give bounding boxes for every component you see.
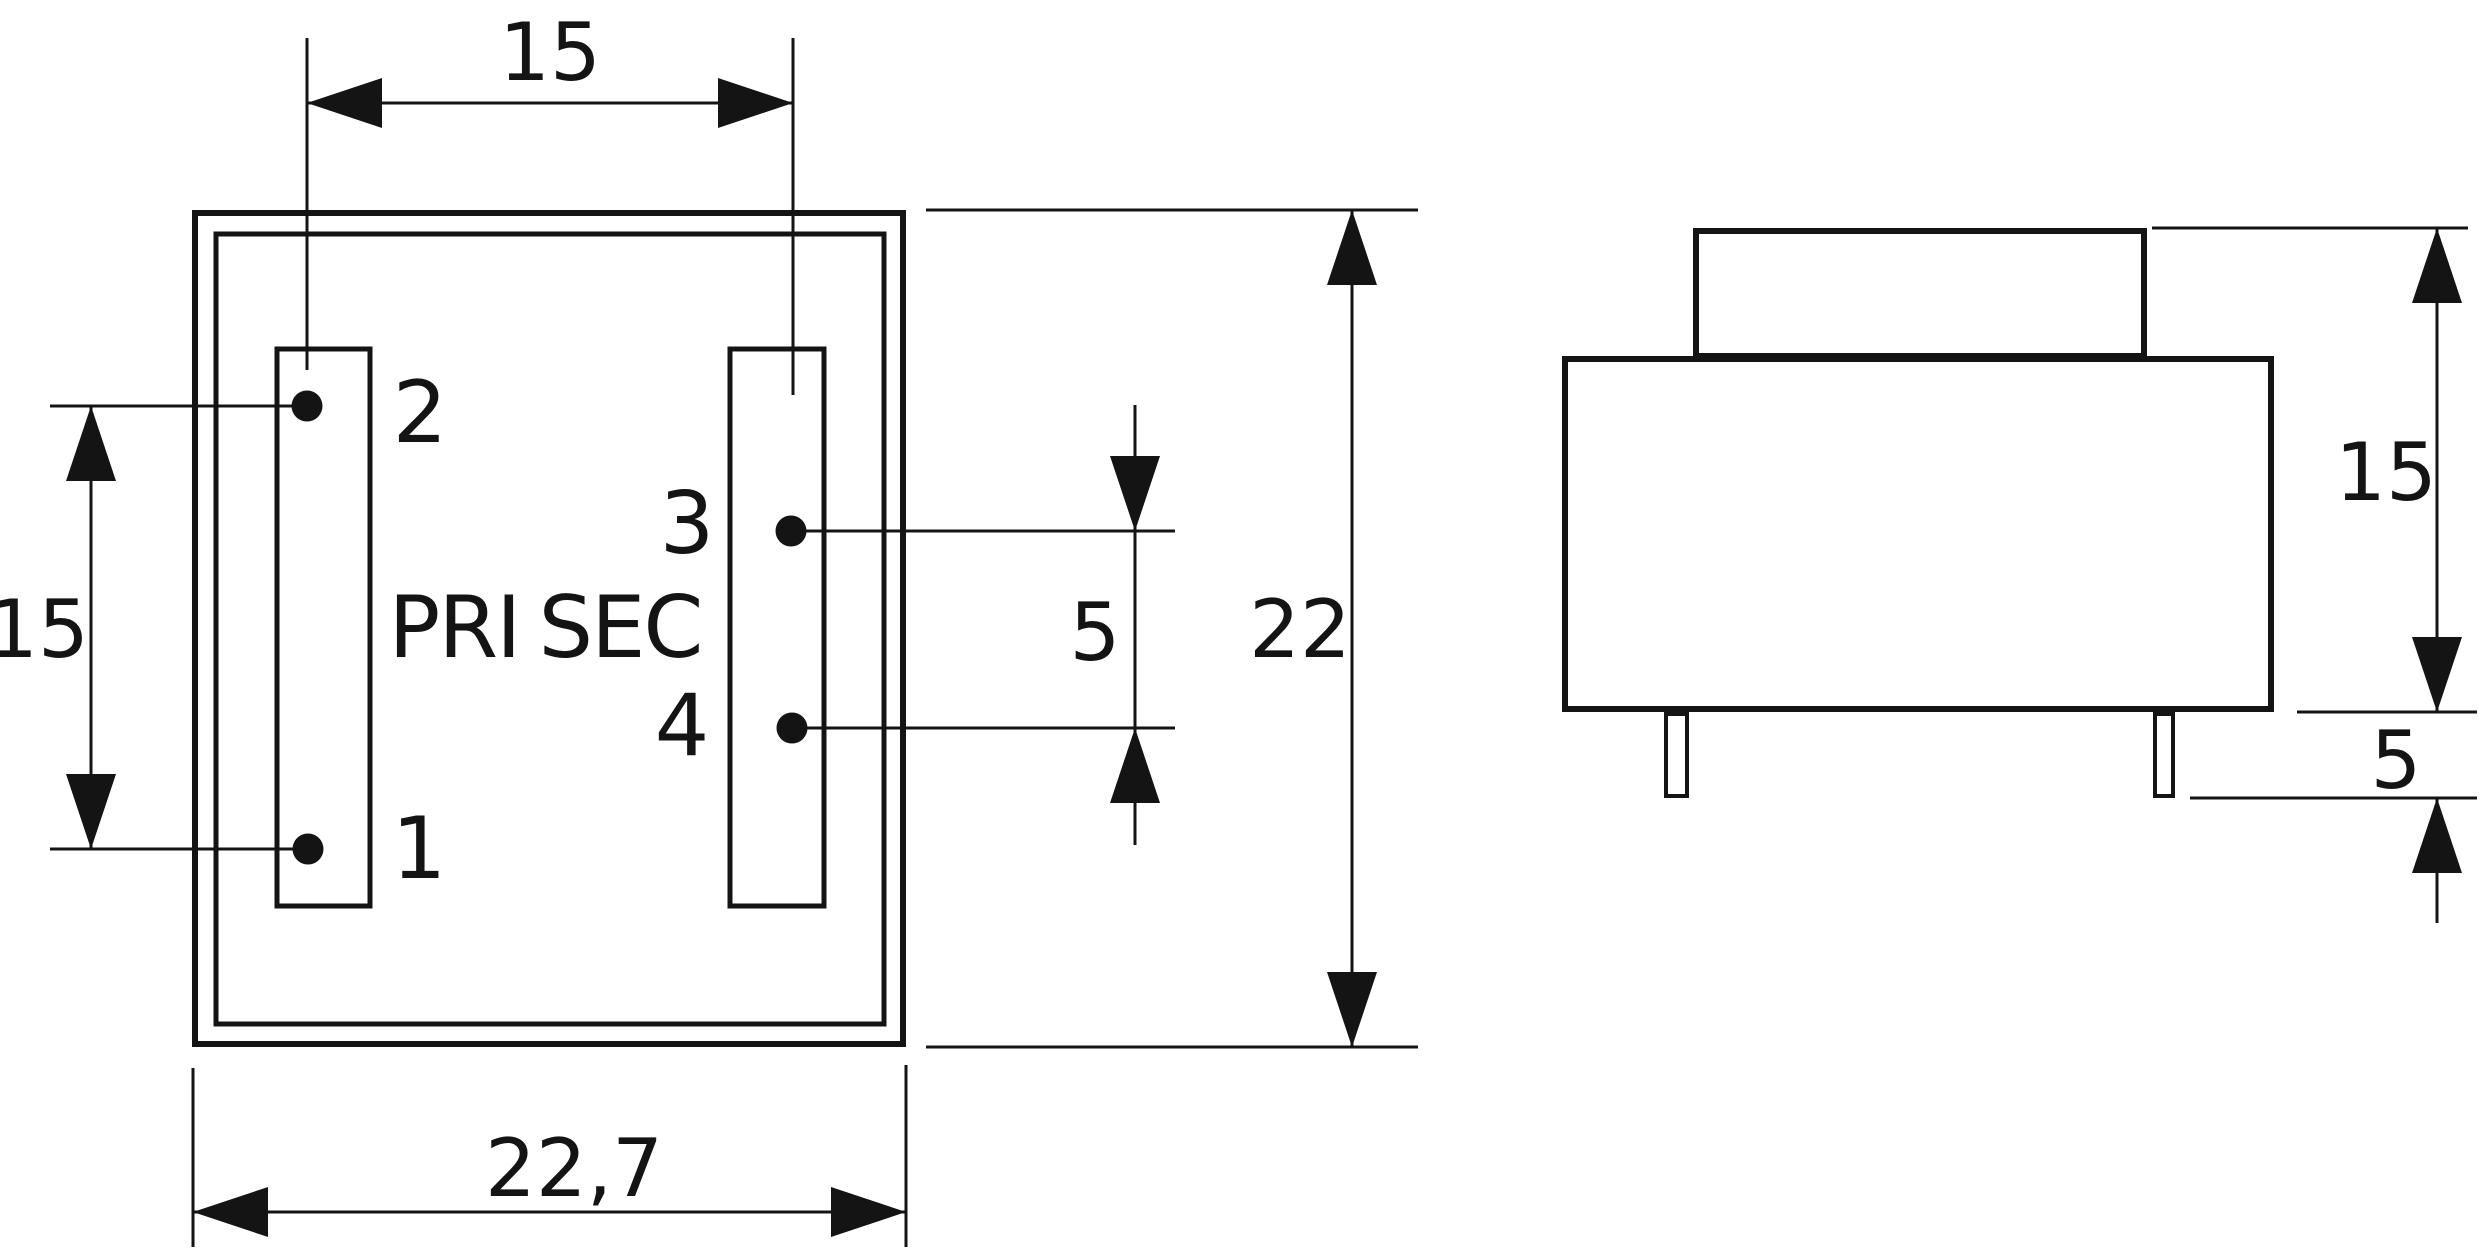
pin2-dot (291, 390, 323, 422)
pin3-label: 3 (660, 474, 715, 574)
arrowhead-up (66, 406, 116, 481)
arrowhead-right (831, 1187, 906, 1237)
dim-body-height: 22 (926, 208, 1418, 1049)
side-pin-left (1664, 712, 1689, 798)
dim-label-body-width: 22,7 (485, 1122, 663, 1215)
arrowhead-down (66, 774, 116, 849)
arrowhead-up (2412, 798, 2462, 873)
arrowhead-down (2412, 637, 2462, 712)
arrowhead-left (193, 1187, 268, 1237)
dim-label-side-pin-length: 5 (2371, 714, 2422, 807)
arrowhead-right (718, 78, 793, 128)
sec-pin-strip (727, 346, 827, 909)
dim-label-sec-pin-pitch: 5 (1070, 586, 1121, 679)
pin1-label: 1 (392, 799, 447, 899)
dim-sec-pin-pitch: 5 (806, 405, 1175, 845)
dim-pri-pin-pitch: 15 (0, 404, 300, 851)
side-body (1562, 356, 2274, 712)
dim-pin-column-spacing: 15 (305, 6, 795, 395)
dim-label-body-height: 22 (1249, 583, 1351, 676)
arrowhead-left (307, 78, 382, 128)
arrowhead-up (2412, 228, 2462, 303)
side-pin-right (2153, 712, 2175, 798)
dim-body-width: 22,7 (191, 1065, 908, 1247)
dim-label-side-body-height: 15 (2335, 426, 2437, 519)
pin3-dot (775, 515, 807, 547)
sec-winding-label: SEC (539, 578, 702, 678)
dim-side-pin-length: 5 (2190, 714, 2477, 923)
pri-winding-label: PRI (389, 578, 520, 678)
side-view: 15 5 (1562, 226, 2477, 923)
pri-pin-strip (274, 346, 373, 909)
side-core-top (1693, 228, 2147, 359)
pin4-dot (776, 712, 808, 744)
pin4-label: 4 (655, 676, 710, 776)
arrowhead-up (1110, 728, 1160, 803)
pin1-dot (292, 833, 324, 865)
dim-side-body-height: 15 (2152, 226, 2477, 714)
front-view: 15 15 5 22 (0, 6, 1418, 1247)
dim-label-pin-column-spacing: 15 (499, 6, 601, 99)
dim-label-pri-pin-pitch: 15 (0, 583, 89, 676)
pin2-label: 2 (393, 363, 448, 463)
arrowhead-up (1327, 210, 1377, 285)
arrowhead-down (1327, 972, 1377, 1047)
arrowhead-down (1110, 456, 1160, 531)
